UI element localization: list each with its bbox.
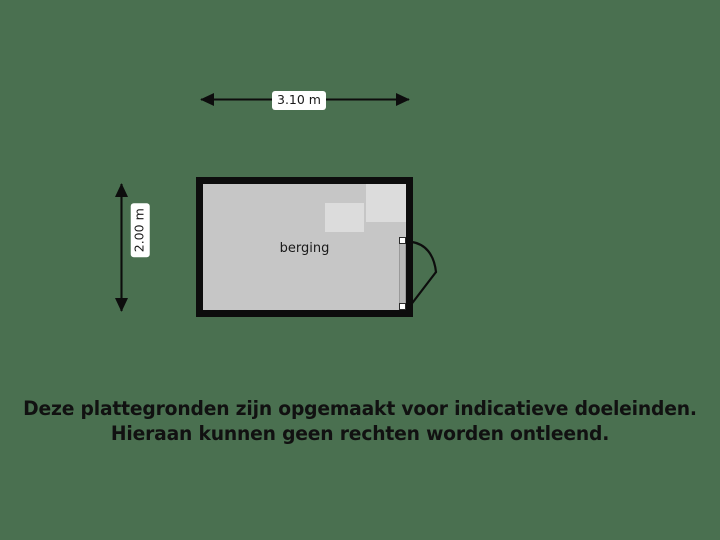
room-walls-berging: berging [196,177,413,317]
door-panel [399,239,406,304]
dimension-label-width: 3.10 m [272,91,326,110]
room-floor-berging: berging [203,184,406,310]
dimension-label-height: 2.00 m [130,203,150,258]
door-swing-arc [408,240,438,308]
door-jamb-top [399,237,406,244]
disclaimer-line-1: Deze plattegronden zijn opgemaakt voor i… [23,397,697,420]
disclaimer-text: Deze plattegronden zijn opgemaakt voor i… [0,396,720,446]
fixture-block-left [325,203,364,232]
room-label-berging: berging [279,241,330,256]
disclaimer-line-2: Hieraan kunnen geen rechten worden ontle… [110,422,610,445]
fixture-block-right [366,184,406,222]
door-jamb-bottom [399,303,406,310]
